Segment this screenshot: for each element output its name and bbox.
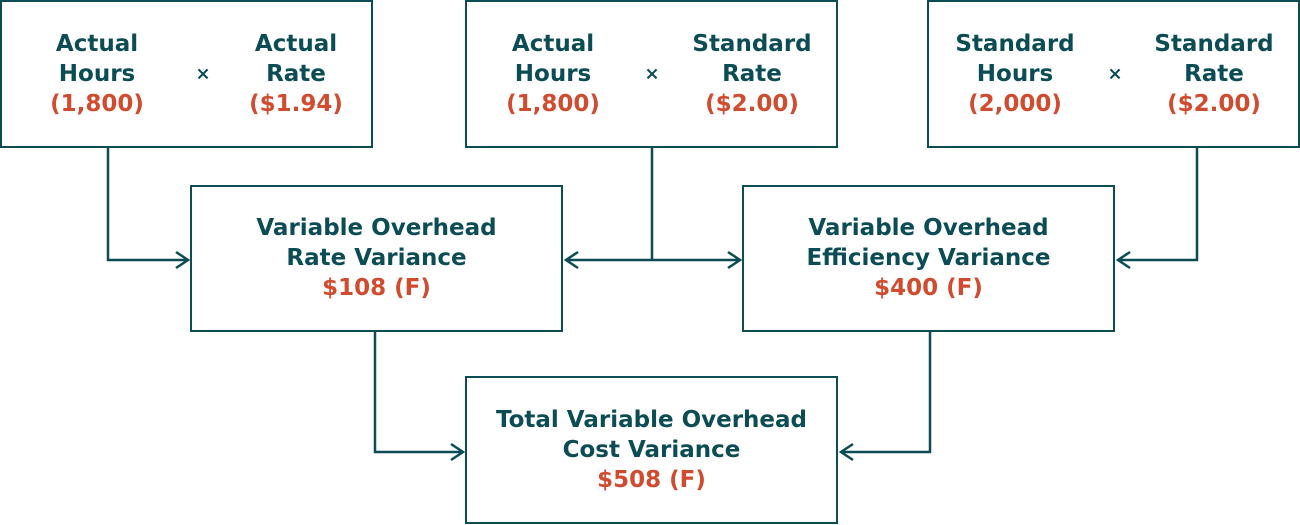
factor-right: Actual Rate ($1.94) [216, 29, 376, 119]
factor-value: ($1.94) [249, 91, 343, 117]
factor-label: Standard [1154, 31, 1274, 57]
factor-value: (2,000) [968, 91, 1062, 117]
factor-label: Hours [58, 61, 136, 87]
factor-value: ($2.00) [1167, 91, 1261, 117]
arrowhead [838, 442, 854, 462]
connector-rate-variance-to-total [373, 331, 463, 454]
arrowhead [727, 250, 743, 270]
arrowhead [175, 250, 191, 270]
factor-left: Actual Hours (1,800) [473, 29, 633, 119]
arrowhead [1115, 250, 1131, 270]
factor-label: Rate [266, 61, 326, 87]
box-standard-hours-standard-rate: Standard Hours (2,000) × Standard Rate (… [927, 0, 1300, 148]
factor-value: (1,800) [506, 91, 600, 117]
factor-label: Hours [976, 61, 1054, 87]
multiply-sign: × [644, 63, 660, 85]
factor-label: Hours [514, 61, 592, 87]
box-efficiency-variance: Variable Overhead Efficiency Variance $4… [742, 185, 1115, 332]
factor-right: Standard Rate ($2.00) [672, 29, 832, 119]
efficiency-variance-label: Efficiency Variance [806, 245, 1051, 271]
factor-label: Standard [692, 31, 812, 57]
rate-variance-value: $108 (F) [322, 275, 431, 301]
connector-actual-to-rate-variance [106, 147, 188, 262]
efficiency-variance-label: Variable Overhead [808, 215, 1049, 241]
factor-value: ($2.00) [705, 91, 799, 117]
factor-label: Rate [722, 61, 782, 87]
rate-variance-text: Variable Overhead Rate Variance $108 (F) [192, 213, 561, 303]
connector-standard-to-efficiency-variance [1118, 147, 1199, 262]
rate-variance-label: Rate Variance [286, 245, 467, 271]
rate-variance-label: Variable Overhead [256, 215, 497, 241]
efficiency-variance-value: $400 (F) [874, 275, 983, 301]
connector-efficiency-variance-to-total [841, 331, 932, 454]
efficiency-variance-text: Variable Overhead Efficiency Variance $4… [744, 213, 1113, 303]
factor-label: Rate [1184, 61, 1244, 87]
multiply-sign: × [195, 63, 211, 85]
factor-label: Actual [55, 31, 139, 57]
factor-right: Standard Rate ($2.00) [1134, 29, 1294, 119]
box-rate-variance: Variable Overhead Rate Variance $108 (F) [190, 185, 563, 332]
arrowhead [450, 442, 466, 462]
total-variance-value: $508 (F) [597, 467, 706, 493]
factor-left: Actual Hours (1,800) [17, 29, 177, 119]
factor-label: Actual [511, 31, 595, 57]
box-actual-hours-standard-rate: Actual Hours (1,800) × Standard Rate ($2… [465, 0, 838, 148]
box-total-variance: Total Variable Overhead Cost Variance $5… [465, 376, 838, 524]
arrowhead [563, 250, 579, 270]
total-variance-label: Cost Variance [562, 437, 741, 463]
factor-value: (1,800) [50, 91, 144, 117]
box-actual-hours-actual-rate: Actual Hours (1,800) × Actual Rate ($1.9… [0, 0, 373, 148]
factor-label: Actual [254, 31, 338, 57]
factor-left: Standard Hours (2,000) [935, 29, 1095, 119]
total-variance-text: Total Variable Overhead Cost Variance $5… [467, 405, 836, 495]
factor-label: Standard [955, 31, 1075, 57]
multiply-sign: × [1107, 63, 1123, 85]
total-variance-label: Total Variable Overhead [495, 407, 808, 433]
